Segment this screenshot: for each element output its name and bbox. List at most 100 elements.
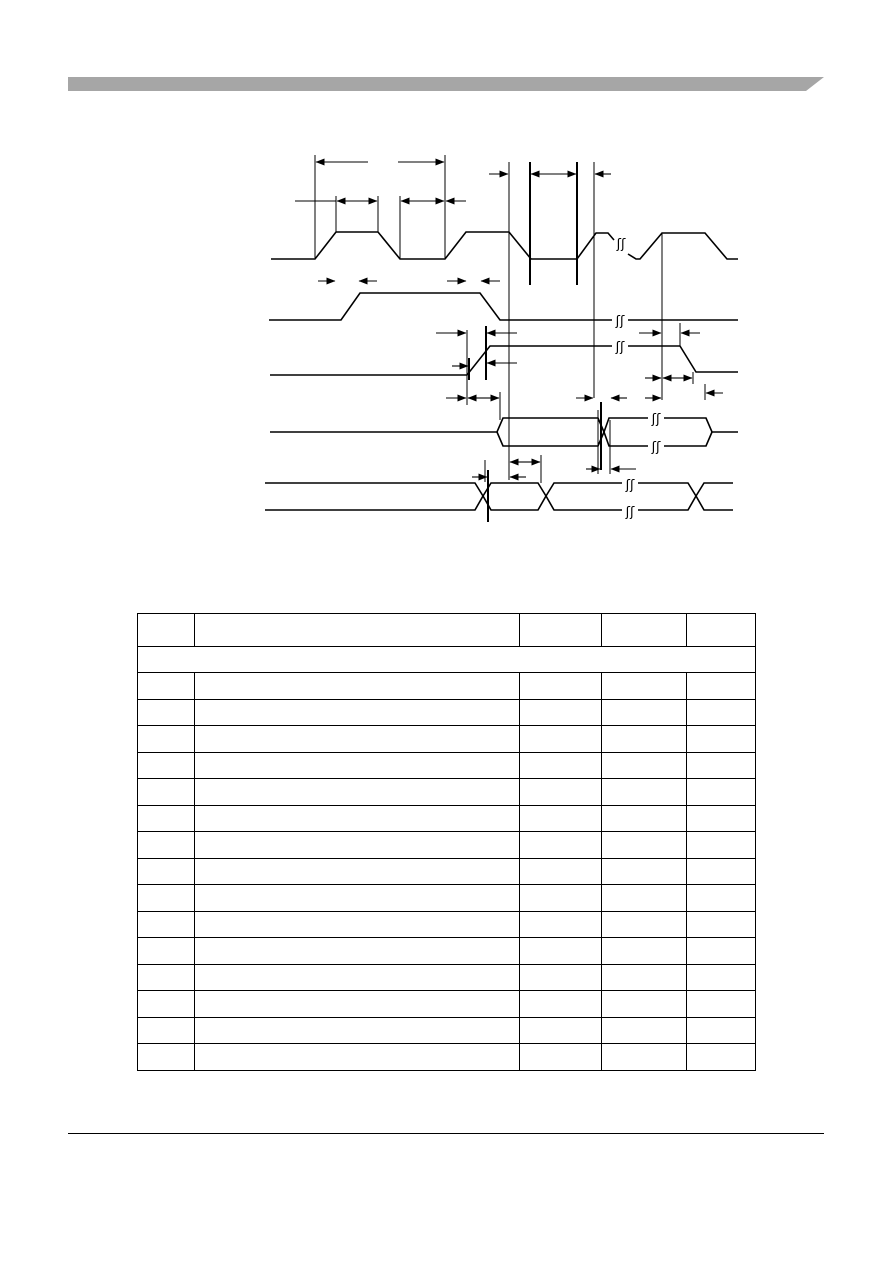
address-bus-lower (265, 494, 733, 511)
table-cell (194, 804, 520, 832)
table-cell (194, 857, 520, 885)
table-cell (194, 672, 520, 700)
break-mark: ʃʃ (625, 505, 635, 520)
table-cell (194, 698, 520, 726)
table-row (137, 910, 756, 938)
table-header-cell (194, 613, 520, 647)
table-cell (686, 778, 756, 806)
table-cell (194, 1043, 520, 1071)
table-cell (601, 1016, 687, 1044)
table-cell (194, 778, 520, 806)
table-cell (137, 990, 195, 1018)
spec-table (137, 613, 756, 1071)
table-cell (601, 672, 687, 700)
table-cell (519, 831, 602, 859)
table-cell (137, 672, 195, 700)
table-row (137, 778, 756, 806)
table-cell (519, 884, 602, 912)
table-cell (519, 698, 602, 726)
table-cell (137, 698, 195, 726)
table-cell (601, 725, 687, 753)
table-cell (601, 751, 687, 779)
table-cell (601, 1043, 687, 1071)
table-cell (137, 751, 195, 779)
table-cell (137, 884, 195, 912)
table-cell (519, 937, 602, 965)
table-cell (519, 751, 602, 779)
break-mark: ʃʃ (615, 314, 625, 329)
table-cell (519, 963, 602, 991)
table-cell (137, 963, 195, 991)
table-cell (137, 937, 195, 965)
table-cell (601, 937, 687, 965)
table-cell (519, 910, 602, 938)
break-mark: ʃʃ (651, 412, 661, 427)
table-cell (601, 963, 687, 991)
table-cell (686, 751, 756, 779)
table-cell (686, 831, 756, 859)
table-row (137, 884, 756, 912)
table-cell (601, 831, 687, 859)
table-cell (686, 672, 756, 700)
table-cell (686, 937, 756, 965)
table-cell (686, 1043, 756, 1071)
table-cell (519, 857, 602, 885)
table-row (137, 672, 756, 700)
data-bus-waveform (270, 417, 738, 435)
table-cell (686, 1016, 756, 1044)
clock-waveform (271, 231, 615, 260)
table-cell (137, 804, 195, 832)
table-row (137, 990, 756, 1018)
table-cell (601, 884, 687, 912)
table-cell (519, 804, 602, 832)
table-cell (194, 910, 520, 938)
table-row (137, 725, 756, 753)
signal-3-waveform (270, 345, 738, 376)
table-row (137, 698, 756, 726)
table-cell (686, 884, 756, 912)
table-cell (137, 1016, 195, 1044)
break-mark: ʃʃ (651, 440, 661, 455)
table-header-cell (686, 613, 756, 647)
table-row (137, 751, 756, 779)
table-cell (686, 990, 756, 1018)
table-cell (137, 725, 195, 753)
table-section-label (137, 646, 756, 673)
table-cell (601, 698, 687, 726)
table-cell (194, 1016, 520, 1044)
break-mark: ʃʃ (616, 237, 626, 252)
table-cell (519, 1043, 602, 1071)
table-cell (686, 857, 756, 885)
table-row (137, 831, 756, 859)
table-cell (519, 725, 602, 753)
table-cell (137, 910, 195, 938)
address-bus-upper (265, 482, 733, 498)
table-cell (194, 751, 520, 779)
clock-waveform-resume (627, 232, 738, 260)
table-cell (194, 725, 520, 753)
table-cell (686, 910, 756, 938)
table-cell (686, 725, 756, 753)
table-section-row (137, 646, 756, 673)
data-bus-waveform-lower (496, 429, 713, 447)
table-cell (601, 857, 687, 885)
table-cell (519, 990, 602, 1018)
table-row (137, 1043, 756, 1071)
table-cell (519, 778, 602, 806)
table-header-cell (137, 613, 195, 647)
table-cell (137, 857, 195, 885)
table-cell (194, 990, 520, 1018)
table-cell (519, 672, 602, 700)
table-cell (137, 1043, 195, 1071)
table-cell (519, 1016, 602, 1044)
table-row (137, 804, 756, 832)
table-cell (686, 963, 756, 991)
header-band (68, 77, 824, 91)
table-header-row (137, 613, 756, 647)
table-cell (601, 804, 687, 832)
table-cell (601, 778, 687, 806)
table-cell (194, 884, 520, 912)
break-mark: ʃʃ (625, 478, 635, 493)
table-cell (601, 990, 687, 1018)
table-cell (601, 910, 687, 938)
